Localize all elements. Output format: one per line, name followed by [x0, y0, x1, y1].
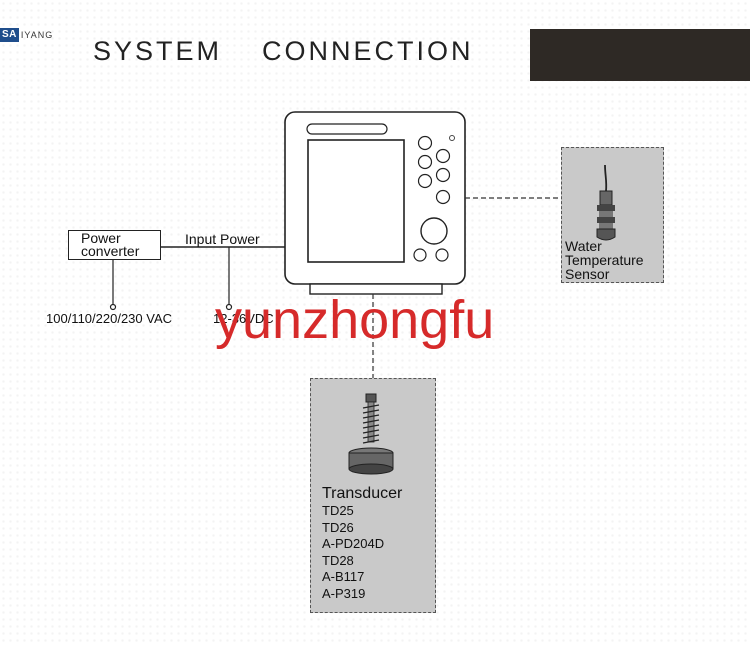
transducer-model: A-PD204D [322, 536, 385, 552]
transducer-model: A-P319 [322, 585, 366, 601]
device-button-2 [435, 148, 451, 164]
sensor-line3: Sensor [565, 266, 610, 282]
device-button-3 [417, 154, 433, 170]
transducer-model-list: TD25 TD26 A-PD204D TD28 A-B117 A-P319 [322, 503, 384, 603]
power-converter-box [68, 230, 161, 260]
transducer-title: Transducer [322, 485, 403, 502]
watermark-text: yunzhongfu [215, 290, 495, 350]
dark-banner [530, 29, 750, 81]
transducer-icon [348, 393, 394, 475]
transducer-model: TD26 [322, 519, 354, 535]
sensor-line1: Water [565, 238, 602, 254]
power-converter-label: Power converter [81, 230, 161, 259]
water-temperature-sensor-label: Water Temperature Sensor [565, 239, 644, 281]
device-screen [307, 139, 405, 263]
title-system: SYSTEM [93, 36, 223, 66]
device-button-7 [413, 248, 427, 262]
transducer-model: TD28 [322, 552, 354, 568]
device-top-slot [306, 123, 388, 135]
device-button-4 [435, 167, 451, 183]
device-knob [420, 217, 448, 245]
brand-logo-box: SA [0, 28, 19, 42]
device-button-8 [435, 248, 449, 262]
device-indicator [449, 135, 455, 141]
transducer-model: TD25 [322, 503, 354, 518]
brand-logo-text: IYANG [20, 30, 54, 40]
brand-logo: SA IYANG [0, 28, 53, 42]
power-converter-line1: Power [81, 230, 121, 246]
power-converter-line2: converter [81, 243, 140, 259]
dc-terminal [225, 303, 233, 311]
device-button-5 [417, 173, 433, 189]
transducer-model: A-B117 [322, 569, 365, 585]
device-button-6 [435, 189, 451, 205]
ac-voltage-label: 100/110/220/230 VAC [46, 311, 173, 326]
device-button-1 [417, 135, 433, 151]
dc-voltage-label: 12-36VDC [213, 311, 274, 326]
input-power-label: Input Power [185, 231, 260, 247]
title-connection: CONNECTION [262, 36, 474, 66]
temperature-sensor-icon [596, 164, 616, 241]
sensor-line2: Temperature [565, 252, 644, 268]
ac-terminal [109, 303, 117, 311]
device-bracket [309, 283, 443, 295]
fishfinder-device [284, 111, 466, 295]
